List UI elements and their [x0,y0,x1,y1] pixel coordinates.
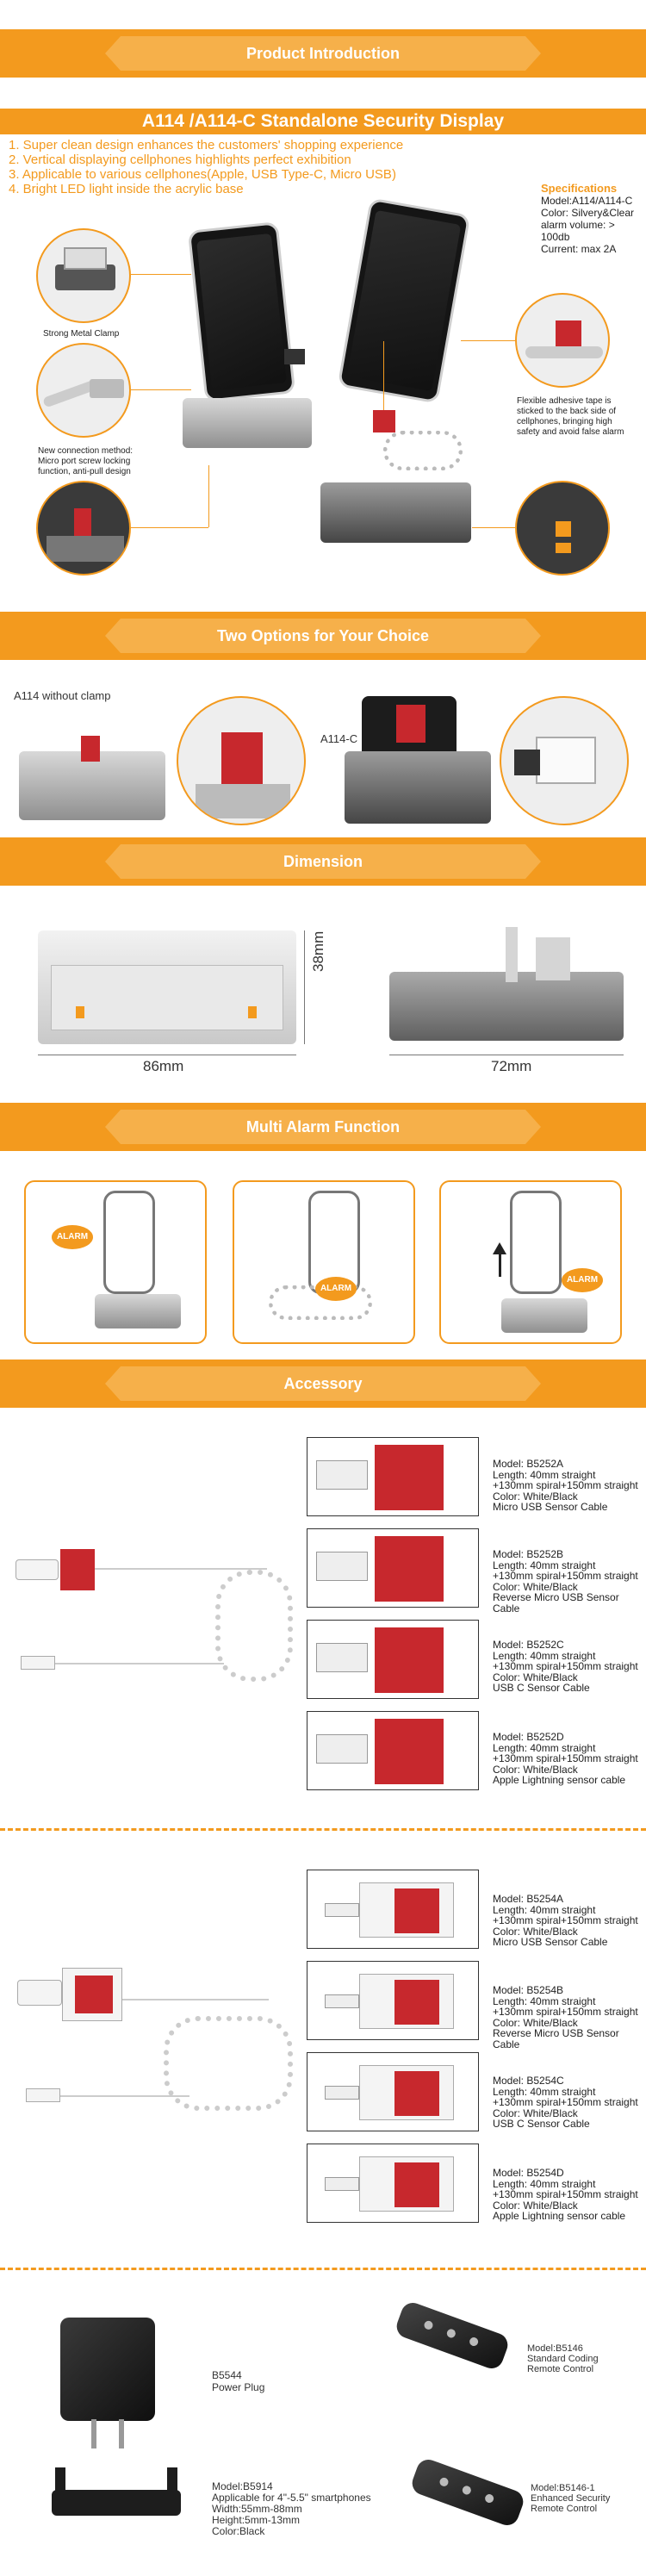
dimension-width-label: 86mm [143,1058,184,1074]
alarm-card-phone-lift: ALARM [439,1180,622,1344]
banner-title: Two Options for Your Choice [217,627,429,644]
section-divider [0,1828,646,1831]
metal-clamp-detail-image [36,228,131,323]
metal-clamp-label: Strong Metal Clamp [43,329,120,339]
b5254c-info: Model: B5254C Length: 40mm straight +130… [493,2075,638,2130]
a114c-base-image [320,482,471,543]
option-a114c-label: A114-C [320,732,358,745]
option-a114-label: A114 without clamp [14,689,111,702]
b5252a-image [307,1437,479,1516]
b5254a-info: Model: B5254A Length: 40mm straight +130… [493,1893,638,1948]
sensor-detail-image [515,293,610,388]
b5254d-image [307,2144,479,2223]
b5252b-info: Model: B5252B Length: 40mm straight +130… [493,1548,638,1615]
section-divider [0,2268,646,2270]
phone-image [337,197,471,404]
remote-enhanced-info: Model:B5146-1 Enhanced Security Remote C… [531,2483,611,2514]
b5254b-image [307,1961,479,2040]
b5254b-info: Model: B5254B Length: 40mm straight +130… [493,1984,638,2050]
sensor-head-image [60,1549,95,1590]
dimension-front-image [38,930,296,1044]
banner-two-options: Two Options for Your Choice [0,612,646,660]
alarm-badge: ALARM [315,1277,357,1301]
b5252d-info: Model: B5252D Length: 40mm straight +130… [493,1731,638,1786]
power-plug-info: B5544 Power Plug [212,2369,265,2393]
b5254d-info: Model: B5254D Length: 40mm straight +130… [493,2167,638,2222]
spec-alarm-volume: alarm volume: > 100db [541,219,615,243]
sensor-head-image [62,1968,122,2021]
feature-item: 1. Super clean design enhances the custo… [9,138,404,152]
feature-item: 3. Applicable to various cellphones(Appl… [9,167,396,182]
a114-base-image [183,398,312,448]
power-plug-image [60,2318,155,2448]
led-detail-image [515,481,610,576]
alarm-card-cable-pull: ALARM [233,1180,415,1344]
alarm-badge: ALARM [52,1225,93,1249]
sensor-plug-image [17,1980,62,2006]
b5252c-info: Model: B5252C Length: 40mm straight +130… [493,1639,638,1694]
banner-accessory: Accessory [0,1360,646,1408]
remote-standard-info: Model:B5146 Standard Coding Remote Contr… [527,2343,599,2374]
b5252b-image [307,1528,479,1608]
dimension-side-image [389,927,624,1041]
dimension-height-label: 38mm [310,930,326,972]
spec-model: Model:A114/A114-C [541,195,633,207]
banner-multi-alarm: Multi Alarm Function [0,1103,646,1151]
phone-image [187,221,296,402]
banner-title: Dimension [283,853,363,870]
phone-holder-image [52,2467,181,2516]
a114-option-detail [177,696,306,825]
sensor-head-image [373,410,395,432]
remote-standard-image [393,2299,512,2372]
a114c-option-detail [500,696,629,825]
remote-enhanced-image [408,2456,527,2529]
banner-title: Accessory [283,1375,363,1392]
phone-holder-info: Model:B5914 Applicable for 4"-5.5" smart… [212,2480,371,2537]
spec-current: Current: max 2A [541,243,617,255]
b5252c-image [307,1620,479,1699]
adhesive-tape-label: Flexible adhesive tape is sticked to the… [517,396,624,437]
base-detail-image [36,481,131,576]
feature-item: 2. Vertical displaying cellphones highli… [9,152,351,167]
alarm-card-cable-cut: ALARM [24,1180,207,1344]
b5254c-image [307,2052,479,2131]
connection-detail-image [36,343,131,438]
a114-option-image [19,736,165,820]
product-title: A114 /A114-C Standalone Security Display [0,109,646,134]
b5252d-image [307,1711,479,1790]
alarm-badge: ALARM [562,1268,603,1292]
sensor-plug-image [16,1559,59,1580]
a114c-option-image [345,751,491,824]
connection-method-label: New connection method: Micro port screw … [38,446,134,476]
banner-title: Multi Alarm Function [245,1118,401,1136]
spiral-cable-image [215,1570,293,1682]
banner-title: Product Introduction [246,45,400,62]
spec-heading: Specifications [541,182,618,195]
spiral-cable-image [164,2016,293,2111]
dimension-depth-label: 72mm [491,1058,532,1074]
banner-dimension: Dimension [0,837,646,886]
banner-product-intro: Product Introduction [0,29,646,78]
feature-item: 4. Bright LED light inside the acrylic b… [9,182,244,196]
spec-color: Color: Silvery&Clear [541,207,635,219]
b5252a-info: Model: B5252A Length: 40mm straight +130… [493,1458,638,1513]
specifications: Specifications Model:A114/A114-C Color: … [541,182,646,256]
feature-list: 1. Super clean design enhances the custo… [9,138,403,196]
b5254a-image [307,1870,479,1949]
